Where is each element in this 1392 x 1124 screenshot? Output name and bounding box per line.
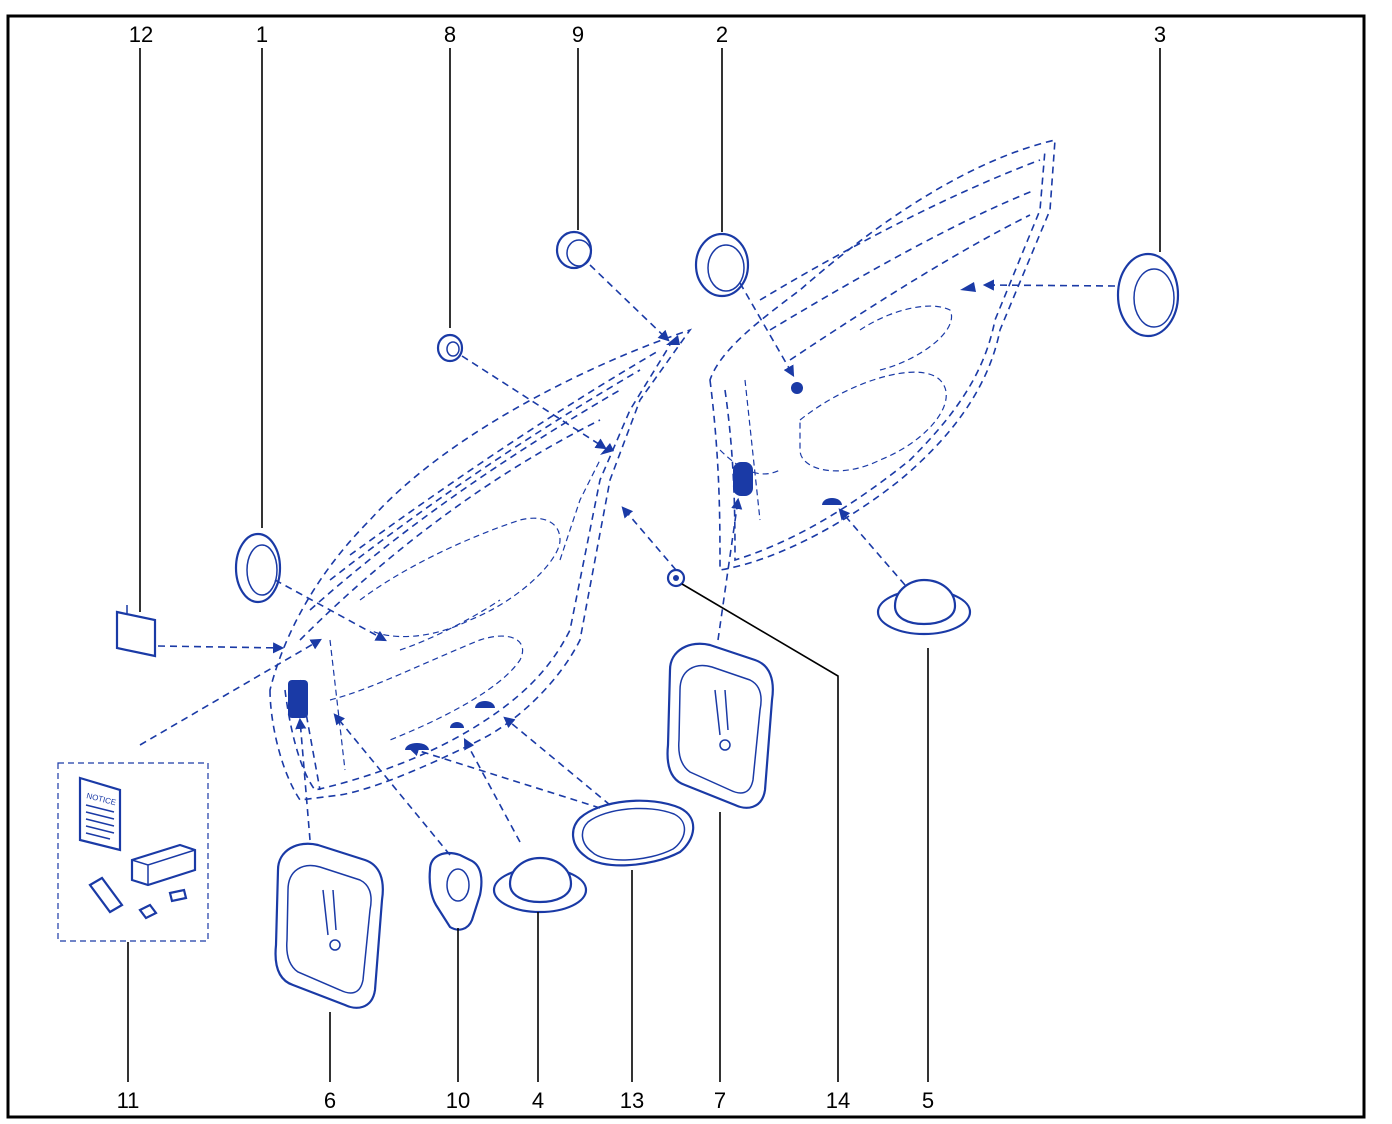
callout-13: 13 [620, 1088, 644, 1113]
callout-12: 12 [129, 22, 153, 47]
callout-labels: 12 1 8 9 2 3 11 6 10 4 13 7 14 5 [117, 22, 1167, 1113]
callout-8: 8 [444, 22, 456, 47]
front-door-panel [269, 328, 693, 801]
part-11-kit: NOTICE [57, 762, 209, 942]
callout-5: 5 [922, 1088, 934, 1113]
callout-4: 4 [532, 1088, 544, 1113]
part-5-plug [876, 578, 972, 636]
part-7-seal [666, 642, 774, 809]
part-4-plug [492, 856, 588, 914]
leader-lines [127, 48, 1161, 1082]
part-14-clip [666, 568, 686, 588]
callout-3: 3 [1154, 22, 1166, 47]
diagram-border [6, 14, 1366, 1119]
callout-1: 1 [256, 22, 268, 47]
callout-11: 11 [117, 1088, 140, 1113]
part-13-gasket [572, 799, 695, 867]
part-8-plug [436, 333, 464, 363]
part-1-grommet [234, 532, 282, 604]
assembly-arrows [139, 264, 1116, 856]
callout-2: 2 [716, 22, 728, 47]
rear-door-panel [709, 138, 1056, 571]
callout-10: 10 [446, 1088, 470, 1113]
callout-6: 6 [324, 1088, 336, 1113]
part-2-grommet [694, 232, 750, 298]
part-3-grommet [1116, 252, 1180, 338]
callout-9: 9 [572, 22, 584, 47]
part-12-label [115, 605, 157, 658]
part-9-plug [555, 230, 593, 270]
callout-14: 14 [826, 1088, 850, 1113]
callout-7: 7 [714, 1088, 726, 1113]
part-10-cup [428, 852, 483, 931]
part-6-seal [274, 842, 384, 1009]
